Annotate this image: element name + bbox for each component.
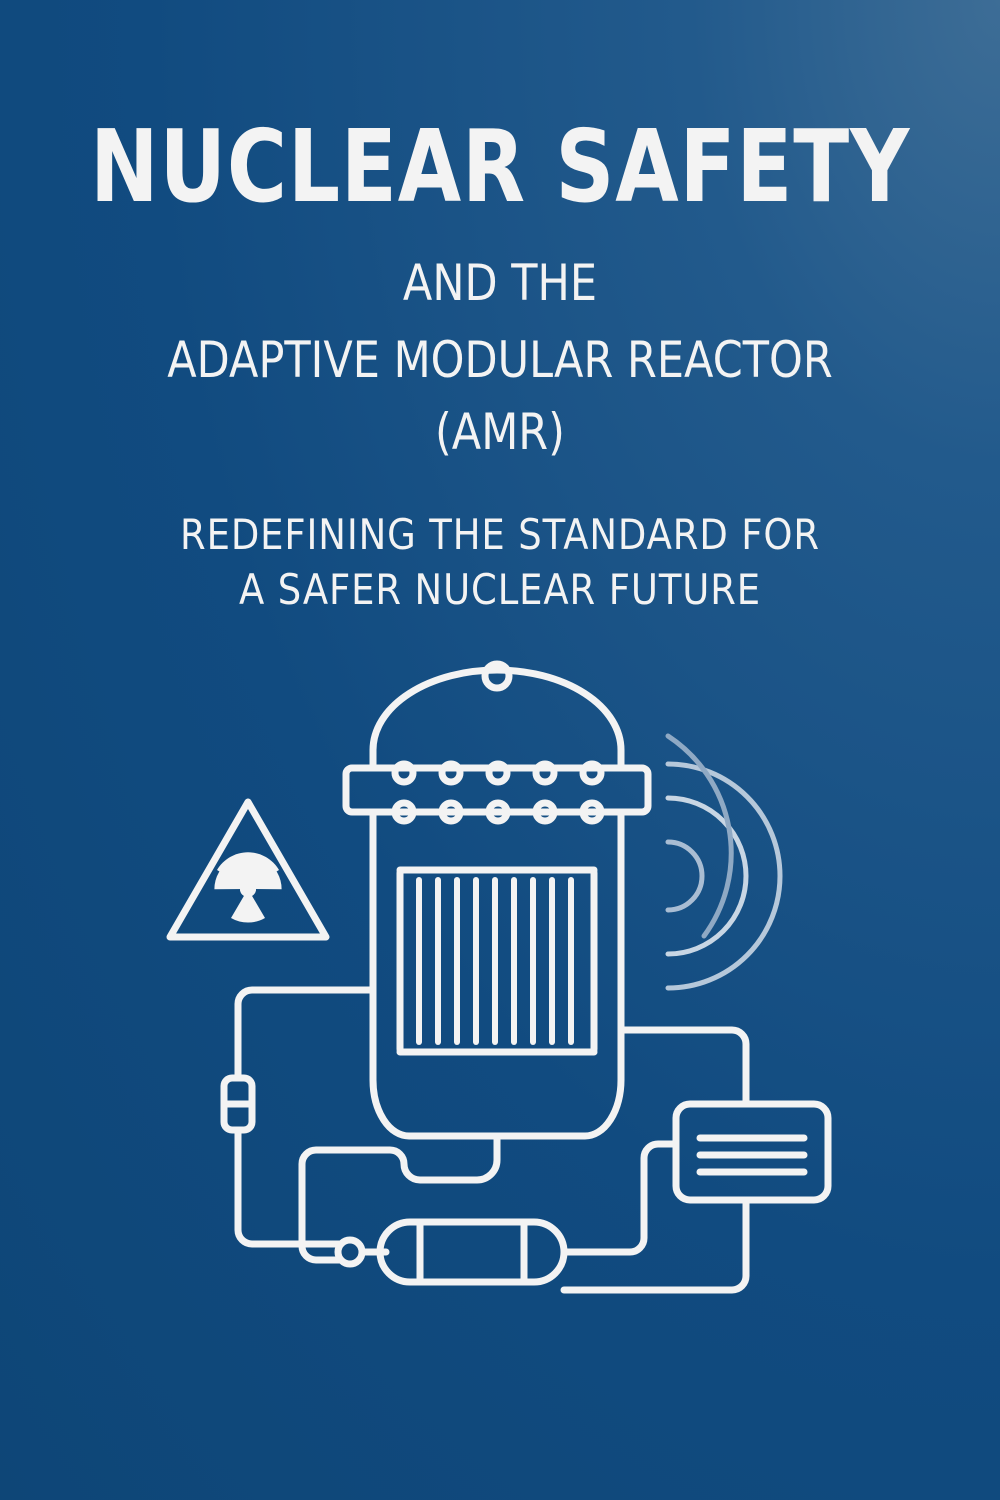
- radiation-trefoil-icon: [214, 859, 282, 923]
- tagline-line-1: REDEFINING THE STANDARD FOR: [180, 510, 820, 559]
- tagline-line-2: A SAFER NUCLEAR FUTURE: [238, 565, 762, 614]
- coolant-piping: [220, 986, 750, 1294]
- reactor-vessel-icon: [342, 660, 652, 1140]
- subtitle-line-1: AND THE: [402, 254, 598, 312]
- subtitle-line-2: ADAPTIVE MODULAR REACTOR: [167, 331, 833, 389]
- heat-exchanger-icon: [376, 1218, 568, 1286]
- subtitle-line-3: (AMR): [435, 403, 565, 461]
- pump-icon: [334, 1236, 366, 1268]
- cover-title: NUCLEAR SAFETY: [90, 108, 911, 225]
- control-panel-icon: [672, 1100, 832, 1204]
- signal-waves-icon: [665, 733, 783, 991]
